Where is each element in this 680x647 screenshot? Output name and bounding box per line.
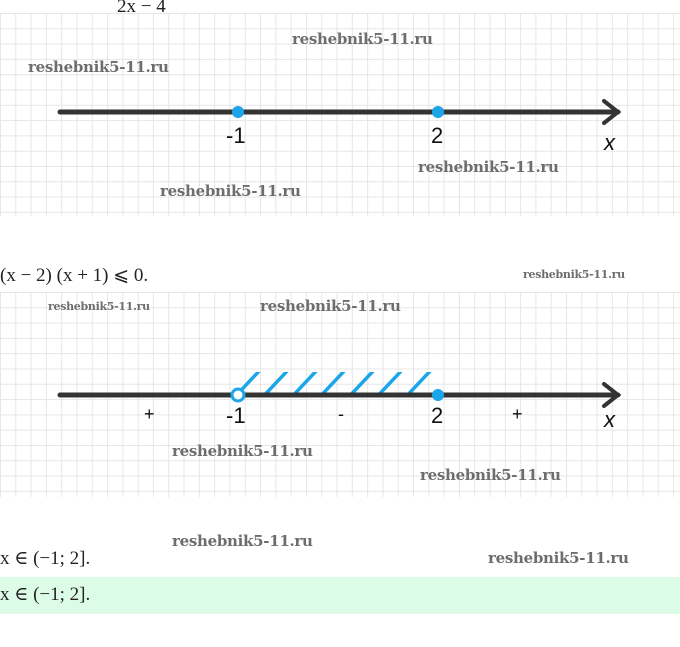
label-minus-1: -1 (226, 123, 246, 148)
sign-plus-right: + (512, 404, 523, 424)
sign-plus-left: + (144, 404, 155, 424)
open-point-minus-1 (230, 387, 246, 403)
watermark: reshebnik5-11.ru (488, 549, 629, 567)
number-line-2 (57, 372, 622, 408)
number-line-diagram-1: -1 2 x (0, 13, 680, 216)
result-text: x ∈ (−1; 2]. (0, 548, 91, 569)
top-expression: 2x − 4 (117, 0, 166, 17)
sign-minus-middle: - (338, 404, 344, 424)
arrow-icon (602, 382, 622, 408)
label-2: 2 (431, 403, 444, 428)
number-line-diagram-2: + - + -1 2 x (0, 292, 680, 497)
watermark: reshebnik5-11.ru (160, 182, 301, 200)
watermark: reshebnik5-11.ru (418, 158, 559, 176)
watermark: reshebnik5-11.ru (28, 58, 169, 76)
watermark: reshebnik5-11.ru (260, 297, 401, 315)
number-line-1 (57, 99, 622, 125)
answer-box: x ∈ (−1; 2]. (0, 577, 680, 614)
arrow-icon (602, 99, 622, 125)
watermark: reshebnik5-11.ru (292, 30, 433, 48)
watermark: reshebnik5-11.ru (420, 466, 561, 484)
point-2 (432, 389, 444, 401)
watermark: reshebnik5-11.ru (172, 442, 313, 460)
point-2 (432, 106, 444, 118)
label-2: 2 (431, 123, 444, 148)
inequality: (x − 2) (x + 1) ⩽ 0. (0, 265, 149, 286)
axis-label-x: x (604, 130, 615, 155)
axis-label-x: x (604, 407, 615, 432)
answer-text: x ∈ (−1; 2]. (0, 584, 91, 605)
interval-hatch (240, 372, 438, 395)
label-minus-1: -1 (226, 403, 246, 428)
watermark: reshebnik5-11.ru (48, 300, 150, 313)
watermark: reshebnik5-11.ru (172, 532, 313, 550)
point-minus-1 (232, 106, 244, 118)
watermark: reshebnik5-11.ru (523, 268, 625, 281)
